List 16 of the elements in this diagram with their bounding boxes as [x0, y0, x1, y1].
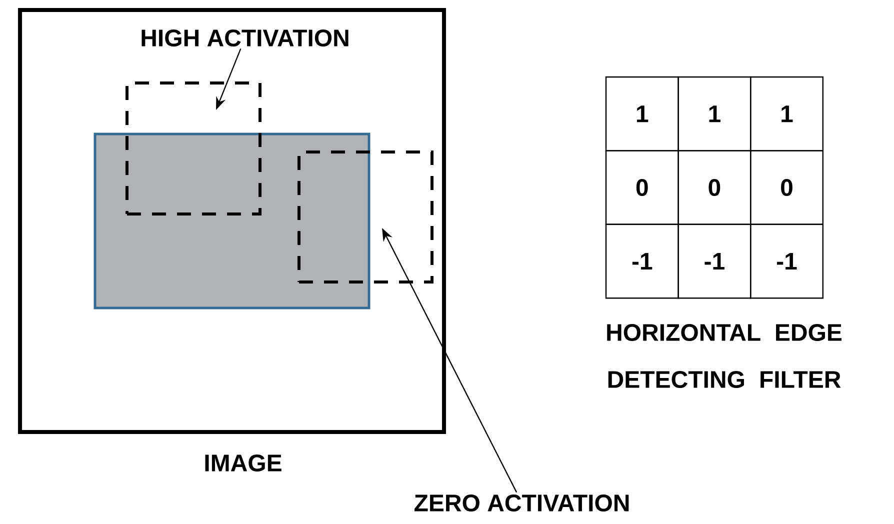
grid-cell: -1 — [605, 224, 679, 299]
grid-cell: 1 — [605, 76, 679, 152]
callout-text: ZERO ACTIVATION — [414, 494, 629, 512]
shaded-rectangle — [94, 132, 370, 310]
callout-text: HIGH ACTIVATION — [142, 30, 348, 46]
grid-cell: 0 — [605, 150, 679, 225]
dashed-window — [298, 150, 434, 284]
grid-cell: 0 — [750, 150, 824, 225]
grid-cell: 1 — [678, 76, 752, 152]
grid-cell: -1 — [750, 224, 824, 299]
filter-caption: HORIZONTAL EDGE DETECTING FILTER — [607, 324, 842, 388]
frame-label: IMAGE — [205, 454, 282, 472]
dashed-window — [126, 82, 262, 216]
grid-cell: 0 — [678, 150, 752, 225]
grid-cell: 1 — [750, 76, 824, 152]
grid-cell: -1 — [678, 224, 752, 299]
